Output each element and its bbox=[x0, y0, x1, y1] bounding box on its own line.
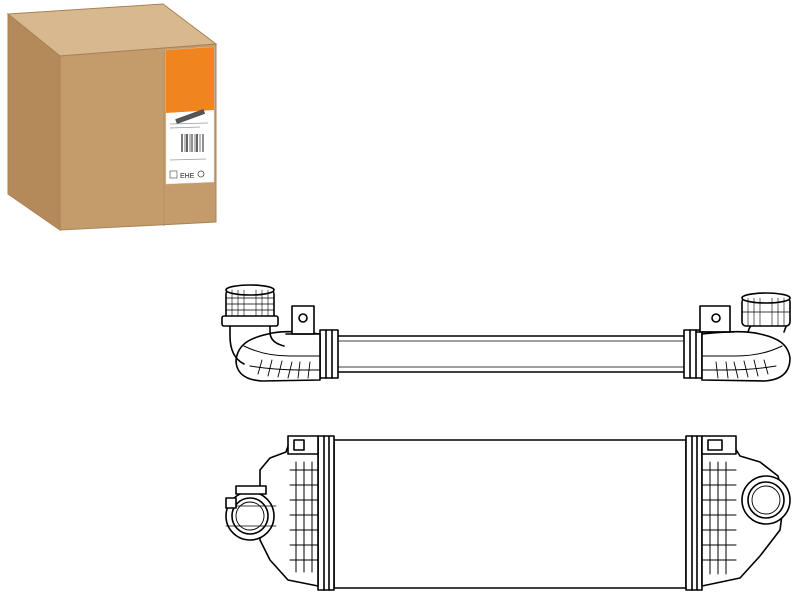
box-label: EHE bbox=[165, 46, 215, 185]
cardboard-box: EHE bbox=[6, 3, 218, 231]
right-mount-bracket bbox=[699, 305, 731, 333]
right-end-tank bbox=[683, 292, 791, 382]
right-tank-front bbox=[685, 435, 791, 591]
intercooler-front-view bbox=[225, 435, 791, 591]
core-front bbox=[333, 439, 687, 589]
right-outlet-port bbox=[741, 475, 791, 525]
ce-mark-icon: EHE bbox=[180, 173, 195, 180]
left-end-tank bbox=[221, 284, 339, 382]
barcode-icon bbox=[180, 132, 206, 154]
intercooler-side-view bbox=[221, 284, 791, 382]
brand-orange-band bbox=[166, 47, 214, 113]
recycle-icon bbox=[197, 170, 205, 178]
brand-logo bbox=[175, 108, 206, 124]
left-tank-front bbox=[225, 435, 335, 591]
left-mount-bracket bbox=[291, 305, 315, 335]
